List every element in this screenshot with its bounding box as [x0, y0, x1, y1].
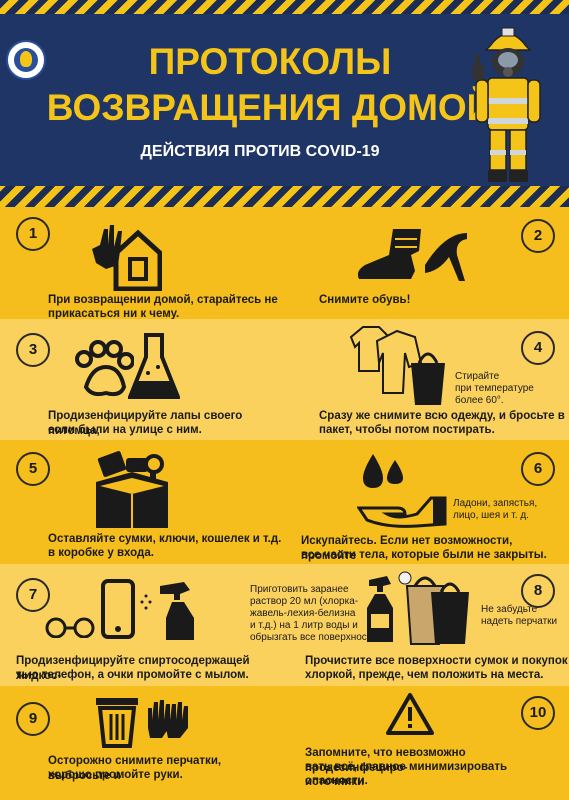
- step-text-line2: прикасаться ни к чему.: [48, 308, 180, 320]
- step-row-3: 5 Оставляйте сумки, ключи, кошелек и т.д…: [0, 440, 569, 564]
- box-items-icon: [96, 451, 168, 528]
- step-3: 3 Продизенфицируйте лапы своего питомца,…: [0, 319, 284, 440]
- step-text-line1: Запомните, что невозможно продезинфециро…: [305, 747, 466, 774]
- step-number-badge: 6: [521, 452, 555, 486]
- step-text-line2: в коробке у входа.: [48, 547, 154, 559]
- hand-icon: [357, 496, 447, 528]
- step-text-line1: Сразу же снимите всю одежду, и бросьте в: [319, 410, 565, 422]
- spray-bottle-icon: [367, 576, 393, 642]
- step-text-line2: все части тела, которые были не закрыты.: [301, 549, 547, 561]
- step-5: 5 Оставляйте сумки, ключи, кошелек и т.д…: [0, 440, 284, 564]
- disinfectant-note-line2: раствор 20 мл (хлорка-: [250, 596, 359, 607]
- step-number-badge: 10: [521, 696, 555, 730]
- step-note-line1: Ладони, запястья,: [453, 498, 538, 509]
- step-number-badge: 1: [16, 217, 50, 251]
- step-text-line1: Продизенфицируйте спиртосодержащей жидко…: [16, 655, 250, 682]
- step-10: 10 Запомните, что невозможно продезинфец…: [285, 686, 569, 800]
- step-1: 1 При возвращении домой, старайтесь не п…: [0, 207, 284, 320]
- step-text-line1: Осторожно снимите перчатки, выбросьте и: [48, 755, 222, 782]
- glasses-icon: [45, 617, 95, 638]
- gloves-icon: [148, 700, 188, 738]
- step-7: 7 Продизенфицируйте спиртосодержащей жид…: [0, 564, 284, 686]
- step-note-line2: надеть перчатки: [481, 616, 558, 627]
- shoe-icon: [357, 229, 467, 281]
- step-row-2: 3 Продизенфицируйте лапы своего питомца,…: [0, 319, 569, 440]
- step-text-line1: Снимите обувь!: [319, 294, 411, 306]
- step-text-line2: вать всё, главное минимизировать источни…: [305, 761, 508, 788]
- step-row-1: 1 При возвращении домой, старайтесь не п…: [0, 207, 569, 320]
- disinfectant-note-line1: Приготовить заранее: [250, 584, 349, 595]
- step-text-line1: Искупайтесь. Если нет возможности, промо…: [301, 535, 513, 562]
- step-text-line1: Прочистите все поверхности сумок и покуп…: [305, 655, 568, 667]
- step-6: 6 Ладони, запястья, лицо, шея и т. д. Ис…: [285, 440, 569, 564]
- step-number-badge: 4: [521, 331, 555, 365]
- step-row-5: 9 Осторожно снимите перчатки, выбросьте …: [0, 686, 569, 800]
- step-text-line2: тью телефон, а очки промойте с мылом.: [16, 669, 249, 681]
- step-text-line2: хорошо промойте руки.: [48, 769, 183, 781]
- step-note-line2: лицо, шея и т. д.: [453, 510, 529, 521]
- trash-can-icon: [96, 698, 138, 748]
- hazard-stripes-top: [0, 0, 569, 14]
- step-text-line2: хлоркой, прежде, чем положить на места.: [305, 669, 544, 681]
- disinfectant-note-line5: обрызгать все поверхности: [250, 632, 377, 643]
- step-text-line1: При возвращении домой, старайтесь не: [48, 294, 278, 306]
- step-note-line2: при температуре: [455, 383, 534, 394]
- step-8: 8 Не забудьте надеть перчатки Прочистите…: [285, 564, 569, 686]
- page-title-line2: ВОЗВРАЩЕНИЯ ДОМОЙ: [46, 87, 494, 128]
- step-number-badge: 3: [16, 333, 50, 367]
- hazard-stripes-bottom: [0, 186, 569, 207]
- step-2: 2 Снимите обувь!: [285, 207, 569, 319]
- step-text-line3: опасности.: [305, 775, 368, 787]
- warning-icon: [386, 693, 434, 735]
- header-banner: ПРОТОКОЛЫ ВОЗВРАЩЕНИЯ ДОМОЙ ДЕЙСТВИЯ ПРО…: [0, 0, 569, 207]
- organization-logo: [6, 40, 46, 80]
- step-4: 4 Стирайте при температуре более 60°. Ср…: [285, 319, 569, 440]
- firefighter-icon: [472, 27, 541, 182]
- step-note-line3: более 60°.: [455, 395, 504, 406]
- phone-icon: [101, 579, 135, 639]
- step-number-badge: 8: [521, 574, 555, 608]
- page-title-line1: ПРОТОКОЛЫ: [148, 41, 392, 82]
- shopping-bags-icon: [398, 571, 469, 645]
- disinfectant-note-line4: и т.д.) на 1 литр воды и: [250, 620, 358, 631]
- page-subtitle: ДЕЙСТВИЯ ПРОТИВ COVID-19: [140, 143, 380, 160]
- step-text-line2: если были на улице с ним.: [48, 424, 202, 436]
- step-note-line1: Не забудьте: [481, 604, 538, 615]
- step-number-badge: 9: [16, 702, 50, 736]
- step-note-line1: Стирайте: [455, 371, 500, 382]
- water-drops-icon: [363, 454, 403, 488]
- spray-bottle-icon: [140, 582, 194, 640]
- step-text-line1: Продизенфицируйте лапы своего питомца,: [48, 410, 243, 437]
- step-number-badge: 5: [16, 452, 50, 486]
- flask-icon: [128, 333, 180, 399]
- clothes-bag-icon: [349, 326, 445, 405]
- step-number-badge: 7: [16, 578, 50, 612]
- step-text-line2: пакет, чтобы потом постирать.: [319, 424, 495, 436]
- disinfectant-note-line3: жавель-лехия-белизна: [250, 608, 356, 619]
- step-row-4: 7 Продизенфицируйте спиртосодержащей жид…: [0, 564, 569, 686]
- step-9: 9 Осторожно снимите перчатки, выбросьте …: [0, 686, 284, 800]
- step-number-badge: 2: [521, 219, 555, 253]
- hand-house-icon: [92, 225, 162, 291]
- step-text-line1: Оставляйте сумки, ключи, кошелек и т.д.: [48, 533, 282, 545]
- paw-icon: [75, 340, 134, 397]
